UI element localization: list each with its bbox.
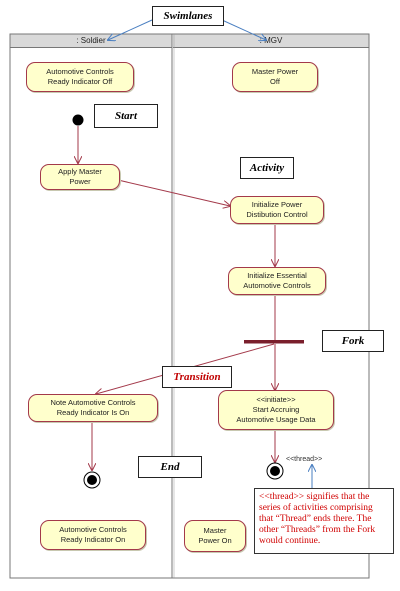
callout-fork: Fork — [322, 330, 384, 352]
swimlanes-arrow-left — [108, 19, 153, 40]
activity-label: Note Automotive Controls Ready Indicator… — [50, 398, 136, 417]
activity-master-power-off: Master Power Off — [232, 62, 318, 92]
swimlane-frame — [9, 33, 370, 579]
final-node-inner-right — [270, 466, 280, 476]
activity-master-power-on: Master Power On — [184, 520, 246, 552]
lane-header-soldier: : Soldier — [10, 34, 172, 48]
callout-end: End — [138, 456, 202, 478]
callout-transition: Transition — [162, 366, 232, 388]
callout-swimlanes: Swimlanes — [152, 6, 224, 26]
activity-initialize-power-distribution: Initialize Power Distibution Control — [230, 196, 324, 224]
fork-bar — [244, 340, 304, 344]
activity-label: <<initiate>> Start Accruing Automotive U… — [236, 395, 316, 424]
swimlanes-arrow-right — [221, 19, 266, 40]
activity-controls-indicator-on: Automotive Controls Ready Indicator On — [40, 520, 146, 550]
activity-label: Apply Master Power — [58, 167, 102, 186]
callout-start: Start — [94, 104, 158, 128]
initial-node — [72, 114, 84, 126]
activity-label: Initialize Essential Automotive Controls — [243, 271, 311, 290]
thread-stereotype: <<thread>> — [286, 456, 323, 463]
activity-label: Automotive Controls Ready Indicator Off — [46, 67, 114, 86]
activity-controls-indicator-off: Automotive Controls Ready Indicator Off — [26, 62, 134, 92]
activity-note-controls-ready: Note Automotive Controls Ready Indicator… — [28, 394, 158, 422]
callout-activity: Activity — [240, 157, 294, 179]
lane-header-mgv: : MGV — [173, 34, 369, 48]
activity-label: Master Power Off — [251, 67, 299, 86]
activity-start-accruing: <<initiate>> Start Accruing Automotive U… — [218, 390, 334, 430]
activity-apply-master-power: Apply Master Power — [40, 164, 120, 190]
final-node-inner-left — [87, 475, 97, 485]
transition-apply-to-init-power — [117, 179, 230, 206]
activity-initialize-essential-controls: Initialize Essential Automotive Controls — [228, 267, 326, 295]
thread-explanation-note: <<thread>> signifies that the series of … — [254, 488, 394, 554]
activity-label: Master Power On — [198, 526, 232, 545]
activity-label: Initialize Power Distibution Control — [246, 200, 308, 219]
activity-label: Automotive Controls Ready Indicator On — [59, 525, 127, 544]
